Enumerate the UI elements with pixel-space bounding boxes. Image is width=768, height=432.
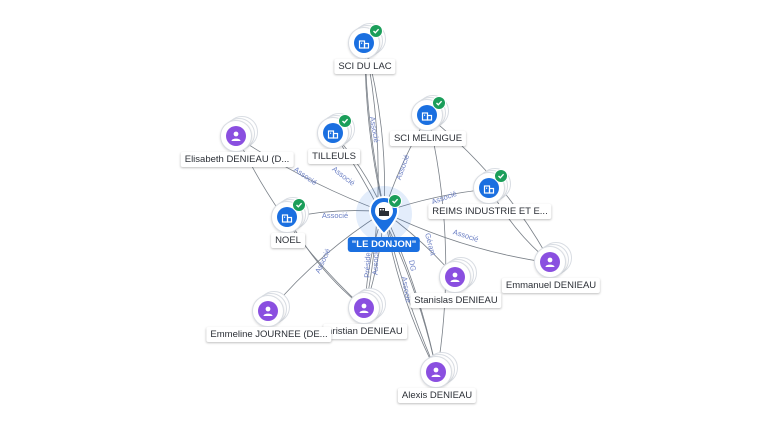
person-badge bbox=[426, 362, 446, 382]
node-elisabeth[interactable] bbox=[220, 116, 258, 154]
node-emmeline[interactable] bbox=[252, 291, 290, 329]
node-christian[interactable] bbox=[348, 288, 386, 326]
node-label-reims-industrie[interactable]: REIMS INDUSTRIE ET E... bbox=[428, 204, 552, 219]
edge-label-alexis: Associé bbox=[400, 276, 413, 303]
check-badge-icon bbox=[388, 194, 402, 208]
edge-sci-du-lac-christian bbox=[364, 43, 379, 310]
edge-label-christian: Président bbox=[362, 245, 372, 278]
edge-label-christian: Associé bbox=[371, 249, 381, 276]
node-circle bbox=[420, 356, 452, 388]
node-circle bbox=[220, 120, 252, 152]
building-icon bbox=[327, 130, 339, 139]
node-tilleuls[interactable] bbox=[317, 113, 355, 151]
node-circle bbox=[439, 261, 471, 293]
center-node[interactable] bbox=[368, 194, 402, 236]
company-badge bbox=[323, 123, 343, 143]
person-badge bbox=[354, 298, 374, 318]
node-reims-industrie[interactable] bbox=[473, 168, 511, 206]
node-label-tilleuls[interactable]: TILLEULS bbox=[308, 149, 360, 164]
node-emmanuel[interactable] bbox=[534, 242, 572, 280]
edge-label-alexis: DG bbox=[407, 259, 418, 272]
node-label-sci-melingue[interactable]: SCI MELINGUE bbox=[389, 131, 467, 146]
check-badge-icon bbox=[338, 114, 352, 128]
node-circle bbox=[348, 24, 383, 59]
edge-label-sci-melingue: Associé bbox=[394, 153, 411, 181]
edge-emmanuel bbox=[383, 211, 552, 264]
center-node-label[interactable]: "LE DONJON" bbox=[347, 237, 421, 252]
node-noel[interactable] bbox=[271, 197, 309, 235]
check-badge-icon bbox=[292, 198, 306, 212]
edge-sci-melingue-alexis bbox=[427, 115, 447, 374]
node-label-christian[interactable]: hristian DENIEAU bbox=[323, 324, 407, 339]
node-label-sci-du-lac[interactable]: SCI DU LAC bbox=[334, 59, 396, 74]
person-icon bbox=[545, 257, 555, 267]
node-alexis[interactable] bbox=[420, 352, 458, 390]
building-icon bbox=[379, 208, 389, 216]
company-badge bbox=[354, 33, 374, 53]
building-icon bbox=[358, 40, 370, 49]
person-icon bbox=[263, 306, 273, 316]
person-icon bbox=[431, 367, 441, 377]
edge-label-emmeline: Associé bbox=[313, 247, 332, 275]
check-badge-icon bbox=[369, 24, 383, 38]
person-icon bbox=[231, 131, 241, 141]
person-badge bbox=[445, 267, 465, 287]
check-badge-icon bbox=[432, 96, 446, 110]
node-circle bbox=[411, 96, 446, 131]
building-icon bbox=[281, 214, 293, 223]
edge-label-stanislas: Gérant bbox=[423, 232, 438, 257]
company-badge bbox=[417, 105, 437, 125]
building-icon bbox=[421, 112, 433, 121]
edge-alexis bbox=[383, 211, 438, 374]
check-badge-icon bbox=[494, 169, 508, 183]
edge-label-elisabeth: Associé bbox=[292, 165, 319, 187]
node-label-stanislas[interactable]: Stanislas DENIEAU bbox=[410, 293, 502, 308]
edge-label-sci-du-lac: Associé bbox=[368, 116, 381, 143]
node-label-emmanuel[interactable]: Emmanuel DENIEAU bbox=[501, 278, 601, 293]
company-badge bbox=[479, 178, 499, 198]
node-circle bbox=[252, 295, 284, 327]
edge-label-tilleuls: Associé bbox=[330, 164, 356, 187]
edge-elisabeth bbox=[236, 136, 385, 213]
person-badge bbox=[226, 126, 246, 146]
person-icon bbox=[359, 303, 369, 313]
node-circle bbox=[317, 114, 352, 149]
person-icon bbox=[450, 272, 460, 282]
node-circle bbox=[534, 246, 566, 278]
node-label-alexis[interactable]: Alexis DENIEAU bbox=[397, 388, 477, 403]
node-label-elisabeth[interactable]: Elisabeth DENIEAU (D... bbox=[180, 152, 294, 167]
node-circle bbox=[271, 198, 306, 233]
node-stanislas[interactable] bbox=[439, 257, 477, 295]
node-label-noel[interactable]: NOEL bbox=[271, 233, 305, 248]
building-icon bbox=[483, 185, 495, 194]
node-sci-du-lac[interactable] bbox=[348, 23, 386, 61]
person-badge bbox=[540, 252, 560, 272]
edge-label-noel: Associé bbox=[322, 211, 348, 220]
node-circle bbox=[473, 169, 508, 204]
node-circle bbox=[348, 292, 380, 324]
company-badge bbox=[277, 207, 297, 227]
node-sci-melingue[interactable] bbox=[411, 95, 449, 133]
person-badge bbox=[258, 301, 278, 321]
node-label-emmeline[interactable]: Emmeline JOURNEE (DE... bbox=[206, 327, 332, 342]
